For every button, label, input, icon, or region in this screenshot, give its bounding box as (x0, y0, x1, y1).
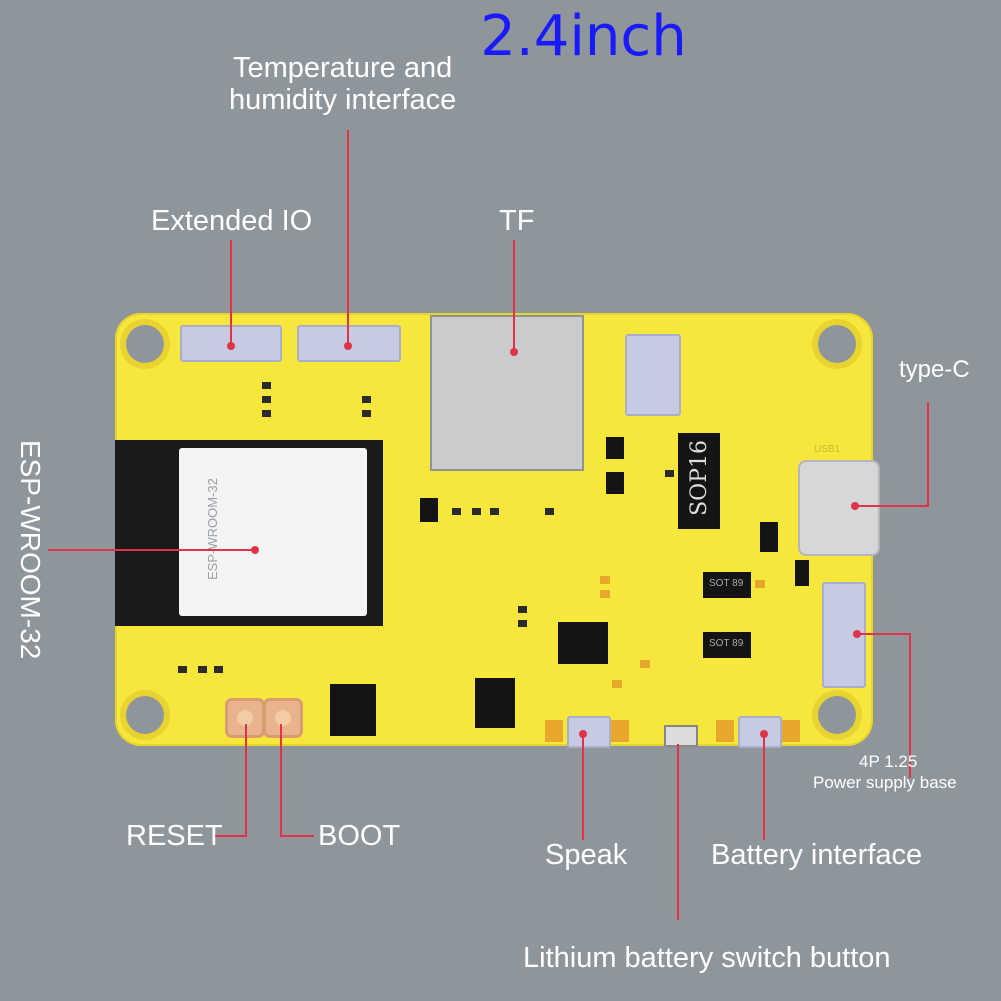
esp-shield (179, 448, 367, 616)
speak-label: Speak (545, 839, 628, 871)
small-chip (420, 498, 438, 522)
sot89-label: SOT 89 (709, 578, 744, 589)
battery-switch[interactable] (664, 725, 698, 747)
sot89-label: SOT 89 (709, 638, 744, 649)
small-chip (760, 522, 778, 552)
small-chip (606, 437, 624, 459)
speaker-connector (567, 716, 611, 748)
sot89-chip (703, 572, 751, 598)
tf-label: TF (499, 205, 535, 237)
smd-part (214, 666, 223, 673)
smd-part (198, 666, 207, 673)
connector-pad (782, 720, 800, 742)
boot-button[interactable] (266, 701, 300, 735)
small-chip (795, 560, 809, 586)
smd-part (518, 606, 527, 613)
temp-humidity-label-line2: humidity interface (229, 84, 457, 116)
ic-chip (475, 678, 515, 728)
smd-part (178, 666, 187, 673)
lithium-switch-label: Lithium battery switch button (523, 942, 891, 974)
sot89-chip (703, 632, 751, 658)
smd-part (518, 620, 527, 627)
battery-interface-label: Battery interface (711, 839, 923, 871)
connector-pad (545, 720, 563, 742)
tf-card-slot (430, 315, 584, 471)
smd-part (262, 382, 271, 389)
battery-connector (738, 716, 782, 748)
smd-part (490, 508, 499, 515)
smd-part (452, 508, 461, 515)
mount-hole (818, 696, 856, 734)
smd-part (362, 396, 371, 403)
type-c-label: type-C (899, 356, 970, 383)
mount-hole (126, 325, 164, 363)
smd-part (262, 396, 271, 403)
smd-part (640, 660, 650, 668)
power-base-label-line1: 4P 1.25 (859, 752, 918, 771)
temp-humidity-label-line1: Temperature and (233, 52, 453, 84)
boot-button-cap (275, 710, 291, 726)
smd-part (362, 410, 371, 417)
sop16-chip (678, 433, 720, 529)
connector-pad (716, 720, 734, 742)
smd-part (545, 508, 554, 515)
connector-pad (611, 720, 629, 742)
smd-part (612, 680, 622, 688)
mount-hole (818, 325, 856, 363)
page-title: 2.4inch (480, 4, 687, 69)
small-connector (625, 334, 681, 416)
smd-part (472, 508, 481, 515)
reset-button-cap (237, 710, 253, 726)
boot-label: BOOT (318, 820, 401, 852)
ic-chip (330, 684, 376, 736)
mount-hole (126, 696, 164, 734)
power-base-label-line2: Power supply base (813, 773, 957, 792)
smd-part (755, 580, 765, 588)
smd-part (665, 470, 674, 477)
reset-label: RESET (126, 820, 223, 852)
small-chip (606, 472, 624, 494)
usb-print: USB1 (814, 444, 841, 455)
usb-c-port (798, 460, 880, 556)
smd-part (600, 590, 610, 598)
smd-part (262, 410, 271, 417)
smd-part (600, 576, 610, 584)
esp-module-label: ESP-WROOM-32 (15, 440, 46, 660)
ic-chip (558, 622, 608, 664)
extended-io-label: Extended IO (151, 205, 313, 237)
